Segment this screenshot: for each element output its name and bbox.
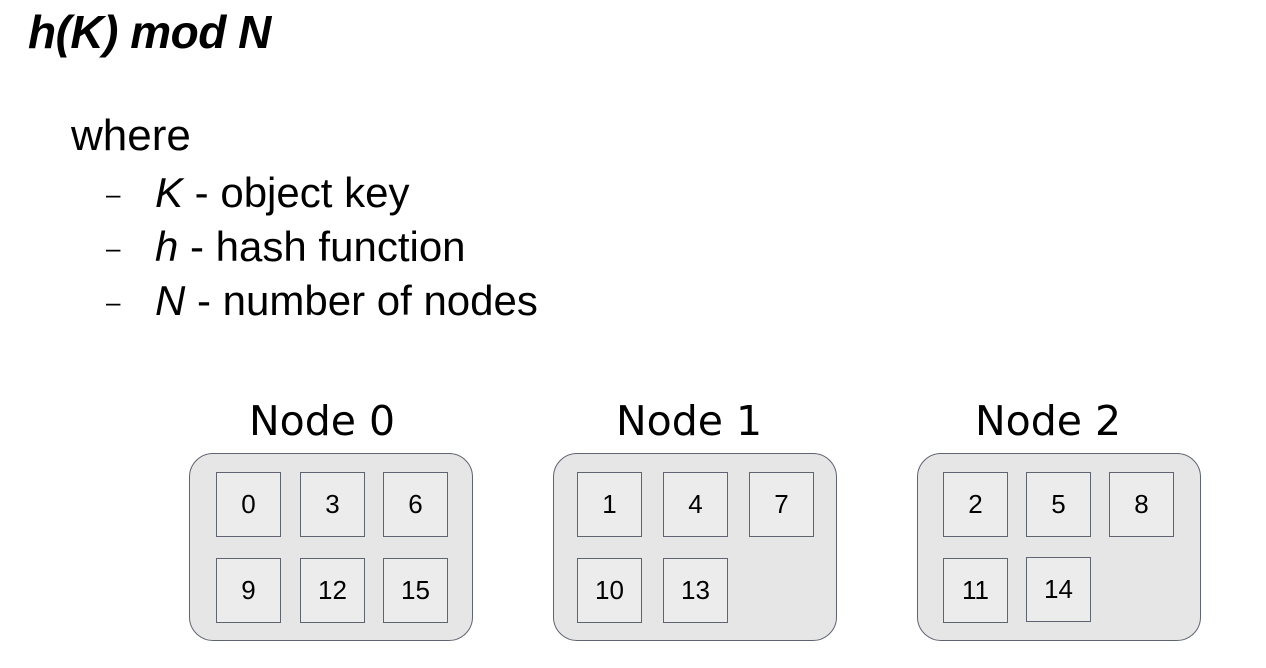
definition-text: - number of nodes — [185, 277, 538, 324]
definition-symbol: K — [155, 169, 184, 216]
key-cell: 8 — [1109, 472, 1174, 537]
node-0-label: Node 0 — [248, 397, 396, 445]
key-cell: 13 — [663, 558, 728, 623]
key-cell: 6 — [383, 472, 448, 537]
key-cell: 10 — [577, 558, 642, 623]
key-cell: 3 — [300, 472, 365, 537]
key-cell: 7 — [749, 472, 814, 537]
definition-symbol: h — [155, 223, 179, 270]
key-cell: 15 — [383, 558, 448, 623]
key-cell: 2 — [943, 472, 1008, 537]
definition-text: - hash function — [178, 223, 466, 270]
definition-text: - object key — [183, 169, 410, 216]
key-cell: 14 — [1026, 557, 1091, 622]
dash-bullet: – — [106, 287, 121, 317]
key-cell: 12 — [300, 558, 365, 623]
node-0-box: 0 3 6 9 12 15 — [189, 453, 473, 641]
node-1-label: Node 1 — [615, 397, 763, 445]
key-cell: 5 — [1026, 472, 1091, 537]
node-2-box: 2 5 8 11 14 — [917, 453, 1201, 641]
where-label: where — [71, 111, 191, 160]
key-cell: 9 — [216, 558, 281, 623]
key-cell: 1 — [577, 472, 642, 537]
dash-bullet: – — [106, 233, 121, 263]
key-cell: 4 — [663, 472, 728, 537]
node-2-label: Node 2 — [974, 397, 1122, 445]
node-1-box: 1 4 7 10 13 — [553, 453, 837, 641]
definition-symbol: N — [155, 277, 186, 324]
dash-bullet: – — [106, 179, 121, 209]
key-cell: 11 — [943, 558, 1008, 623]
formula-title: h(K) mod N — [28, 6, 271, 58]
key-cell: 0 — [216, 472, 281, 537]
